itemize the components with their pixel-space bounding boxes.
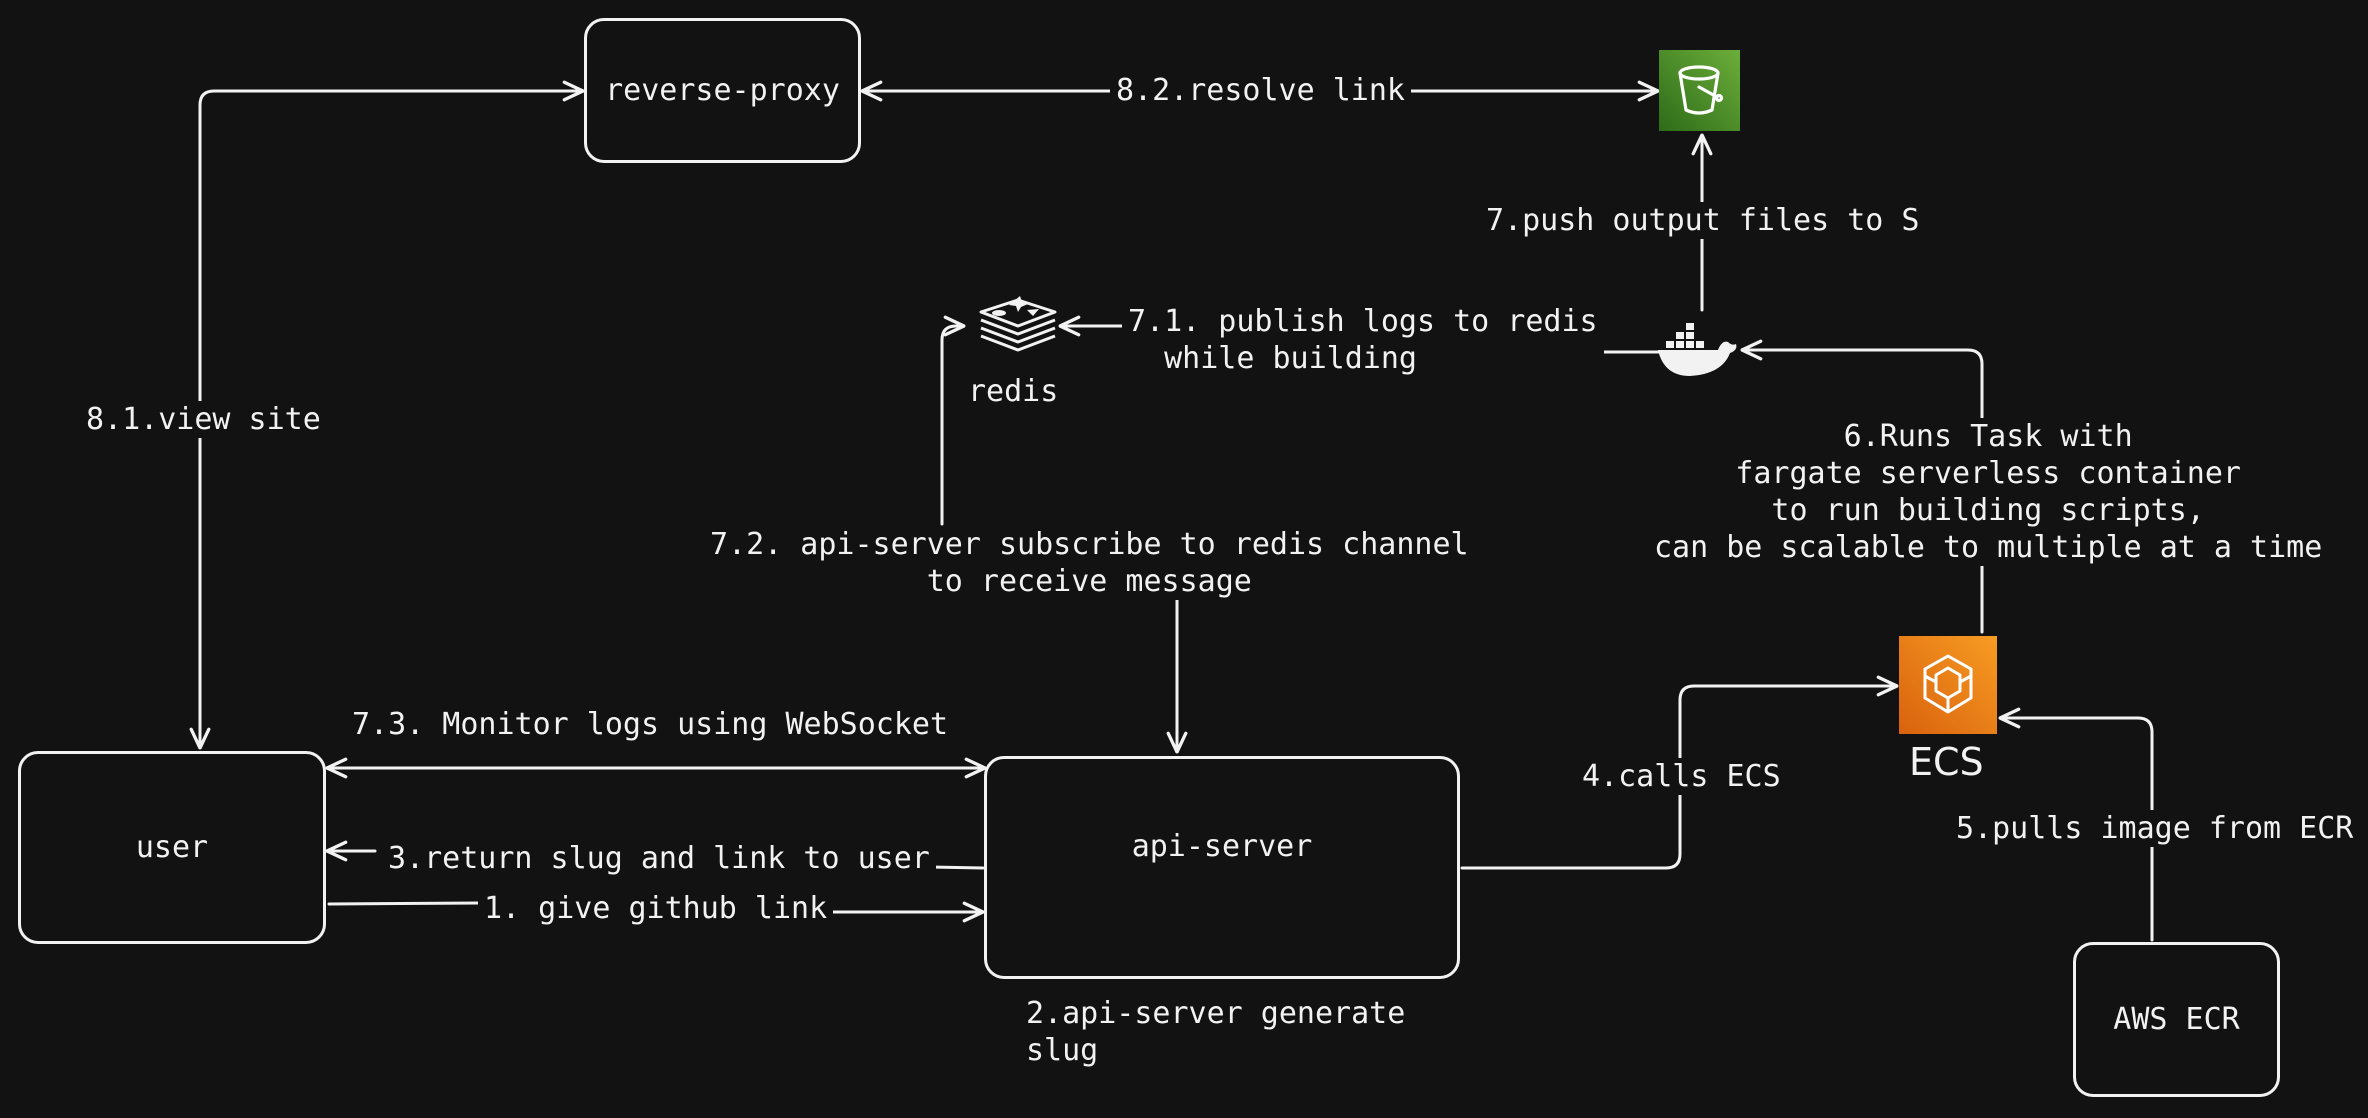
aws-ecr-box[interactable]: AWS ECR xyxy=(2073,942,2280,1097)
pulls-image-label: 5.pulls image from ECR xyxy=(1950,810,2360,847)
edge-runs-task xyxy=(1740,350,1984,634)
user-box[interactable]: user xyxy=(18,751,326,944)
generate-slug-label: 2.api-server generate slug xyxy=(1020,995,1412,1069)
calls-ecs-label: 4.calls ECS xyxy=(1576,758,1787,795)
runs-task-label: 6.Runs Task with fargate serverless cont… xyxy=(1648,418,2329,566)
s3-bucket-icon xyxy=(1659,50,1740,131)
ecs-icon xyxy=(1899,636,1997,734)
reverse-proxy-label: reverse-proxy xyxy=(605,73,840,108)
resolve-link-label: 8.2.resolve link xyxy=(1110,72,1411,109)
user-label: user xyxy=(135,830,209,865)
reverse-proxy-box[interactable]: reverse-proxy xyxy=(584,18,861,163)
return-slug-label: 3.return slug and link to user xyxy=(382,840,936,877)
edge-return-slug xyxy=(928,865,985,870)
api-server-label: api-server xyxy=(1131,829,1313,864)
redis-caption: redis xyxy=(964,373,1063,410)
aws-ecr-label: AWS ECR xyxy=(2113,1002,2240,1037)
monitor-logs-label: 7.3. Monitor logs using WebSocket xyxy=(346,706,955,743)
give-github-label: 1. give github link xyxy=(478,890,834,927)
subscribe-label: 7.2. api-server subscribe to redis chann… xyxy=(704,526,1475,600)
edge-pulls-image xyxy=(1998,718,2154,942)
edge-subscribe-up xyxy=(940,326,966,526)
publish-logs-label: 7.1. publish logs to redis while buildin… xyxy=(1122,303,1604,377)
ecs-caption: ECS xyxy=(1905,740,1988,784)
push-output-label: 7.push output files to S xyxy=(1480,202,1926,239)
docker-whale-icon xyxy=(1656,316,1741,380)
edge-give-github xyxy=(327,901,483,906)
edge-view-site xyxy=(200,91,585,750)
api-server-box[interactable]: api-server xyxy=(984,756,1460,979)
view-site-label: 8.1.view site xyxy=(80,401,327,438)
redis-icon xyxy=(975,296,1061,358)
